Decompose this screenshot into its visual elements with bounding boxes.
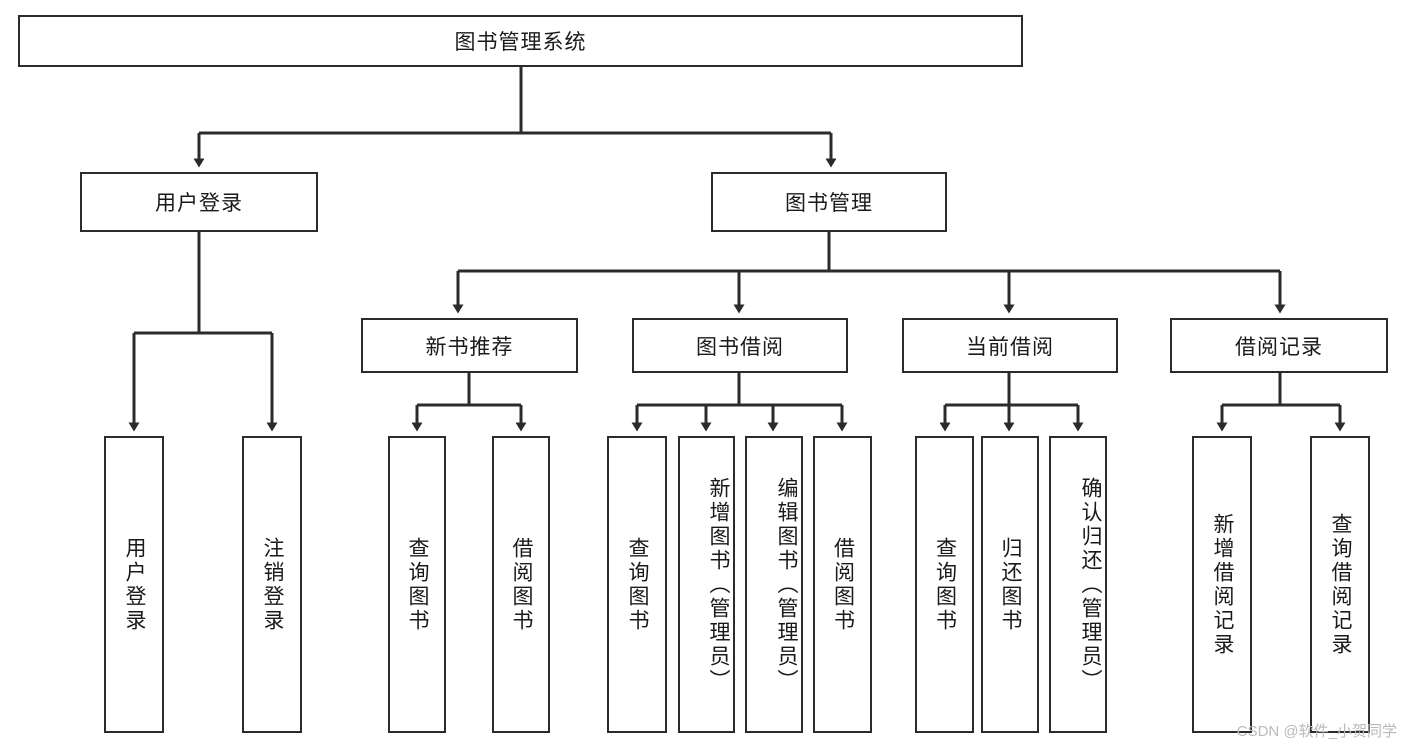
node-new-book-recommend[interactable]: 新书推荐: [361, 318, 578, 373]
leaf-return-book[interactable]: 归还图书: [981, 436, 1039, 733]
leaf-add-book-admin[interactable]: 新增图书（管理员）: [678, 436, 735, 733]
node-book-manage[interactable]: 图书管理: [711, 172, 947, 232]
csdn-watermark: CSDN @软件_小贺同学: [1236, 723, 1397, 740]
leaf-confirm-return-admin[interactable]: 确认归还（管理员）: [1049, 436, 1107, 733]
leaf-logout-login[interactable]: 注销登录: [242, 436, 302, 733]
node-book-borrow[interactable]: 图书借阅: [632, 318, 848, 373]
node-borrow-record[interactable]: 借阅记录: [1170, 318, 1388, 373]
leaf-query-book-borrow[interactable]: 查询图书: [607, 436, 667, 733]
leaf-add-borrow-record[interactable]: 新增借阅记录: [1192, 436, 1252, 733]
leaf-borrow-book-borrow[interactable]: 借阅图书: [813, 436, 872, 733]
leaf-user-login[interactable]: 用户登录: [104, 436, 164, 733]
node-current-borrow[interactable]: 当前借阅: [902, 318, 1118, 373]
leaf-borrow-book-recommend[interactable]: 借阅图书: [492, 436, 550, 733]
leaf-query-book-current[interactable]: 查询图书: [915, 436, 974, 733]
leaf-edit-book-admin[interactable]: 编辑图书（管理员）: [745, 436, 803, 733]
node-root-system[interactable]: 图书管理系统: [18, 15, 1023, 67]
leaf-query-book-recommend[interactable]: 查询图书: [388, 436, 446, 733]
node-user-login[interactable]: 用户登录: [80, 172, 318, 232]
leaf-query-borrow-record[interactable]: 查询借阅记录: [1310, 436, 1370, 733]
